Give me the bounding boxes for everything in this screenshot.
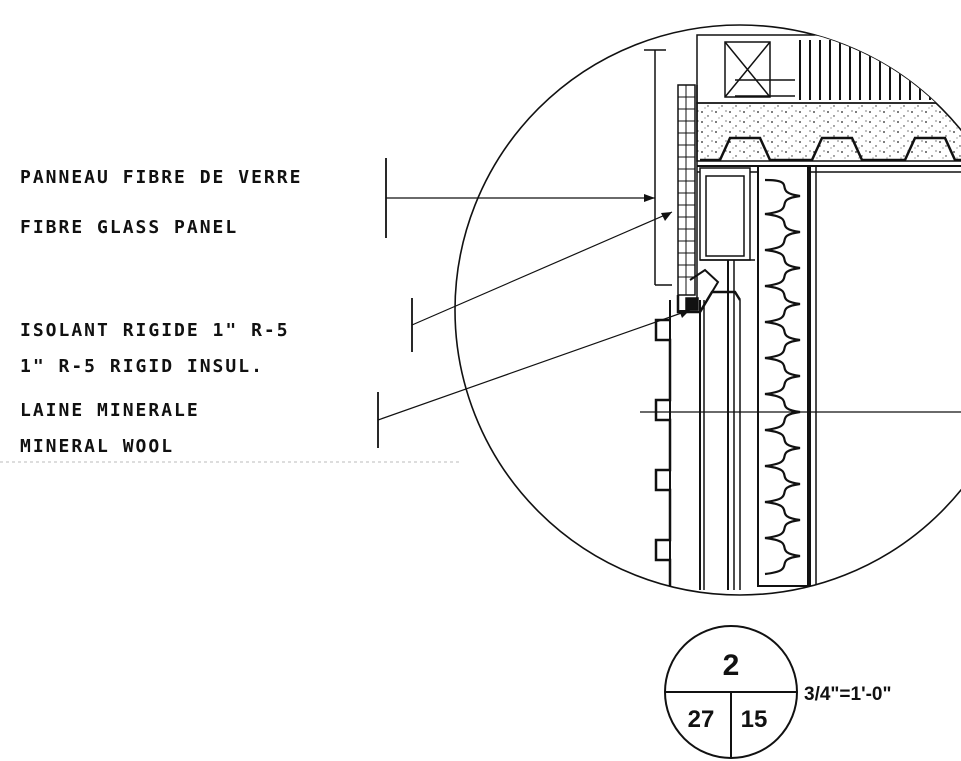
label-wool-fr: LAINE MINERALE [20,400,200,421]
detail-ref: 15 [741,706,768,733]
mineral-wool [757,165,809,587]
label-rigid-en: 1" R-5 RIGID INSUL. [20,356,264,377]
detail-sheet: 27 [688,706,715,733]
panel-grid [678,85,695,295]
label-panel-en: FIBRE GLASS PANEL [20,217,238,238]
detail-circle [454,24,961,596]
detail-number: 2 [723,649,740,682]
label-wool-en: MINERAL WOOL [20,436,174,457]
metal-deck [700,136,961,162]
siding [654,318,672,590]
detail-reference-bubble: 2 27 15 [664,625,798,759]
label-panel-fr: PANNEAU FIBRE DE VERRE [20,167,302,188]
label-rigid-fr: ISOLANT RIGIDE 1" R-5 [20,320,290,341]
detail-scale: 3/4"=1'-0" [804,684,892,705]
wall-section [640,34,961,590]
